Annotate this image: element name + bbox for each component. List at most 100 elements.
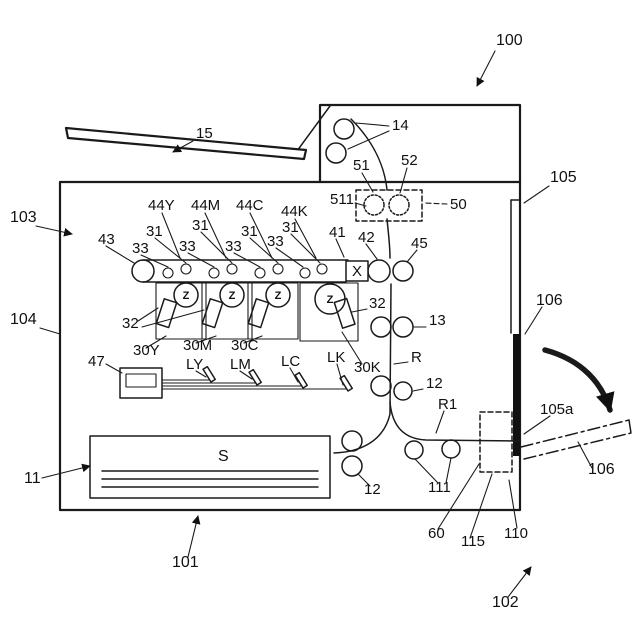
belt-roller-42 bbox=[367, 259, 391, 283]
leader-44k bbox=[294, 218, 317, 259]
pickup-roller-12c bbox=[341, 430, 363, 452]
path-feed-vertical bbox=[333, 283, 392, 454]
station-c-box bbox=[247, 282, 299, 340]
label-LK: LK bbox=[327, 349, 345, 366]
process-stations bbox=[155, 282, 359, 342]
path-fuser-inlet bbox=[386, 218, 391, 259]
leader-111b bbox=[445, 457, 452, 484]
label-115: 115 bbox=[461, 533, 485, 550]
developer-k bbox=[333, 297, 356, 329]
label-30K: 30K bbox=[354, 359, 381, 376]
label-45: 45 bbox=[411, 235, 428, 252]
label-33c: 33 bbox=[225, 238, 242, 255]
leader-30y bbox=[145, 335, 167, 349]
label-44K: 44K bbox=[281, 203, 308, 220]
label-33a: 33 bbox=[132, 240, 149, 257]
label-31b: 31 bbox=[192, 217, 209, 234]
conveyance-roller-12b bbox=[393, 381, 413, 401]
label-41: 41 bbox=[329, 224, 346, 241]
pickup-roller-12d bbox=[341, 455, 363, 477]
belt-roller-33 bbox=[162, 267, 174, 279]
label-106-top: 106 bbox=[536, 292, 563, 309]
leader-30m bbox=[195, 335, 217, 344]
label-33d: 33 bbox=[267, 233, 284, 250]
leader-30c bbox=[243, 335, 263, 344]
mirror-lc bbox=[294, 371, 309, 389]
leader-32a bbox=[137, 307, 159, 322]
open-tray-bottom bbox=[523, 432, 632, 460]
label-44C: 44C bbox=[236, 197, 264, 214]
leader-115 bbox=[469, 473, 493, 539]
label-33b: 33 bbox=[179, 238, 196, 255]
label-X: X bbox=[352, 263, 362, 280]
leader-14a bbox=[355, 122, 390, 127]
label-44M: 44M bbox=[191, 197, 220, 214]
leader-lc bbox=[289, 367, 299, 383]
leader-32b bbox=[141, 309, 205, 328]
exit-roller-111a bbox=[404, 440, 424, 460]
laser-unit bbox=[119, 365, 354, 399]
registration-roller-13a bbox=[370, 316, 392, 338]
label-511: 511 bbox=[330, 191, 354, 208]
leader-11 bbox=[41, 463, 91, 479]
leader-33a bbox=[140, 254, 169, 268]
label-110: 110 bbox=[504, 525, 528, 542]
laser-unit-inner bbox=[125, 373, 157, 388]
fixing-roller bbox=[363, 194, 385, 216]
label-60: 60 bbox=[428, 525, 445, 542]
label-106-bottom: 106 bbox=[588, 461, 615, 478]
label-drum-z-y: Z bbox=[183, 290, 190, 302]
leader-lm bbox=[239, 370, 253, 380]
label-32-right: 32 bbox=[369, 295, 386, 312]
leader-110 bbox=[508, 479, 518, 529]
belt-roller-33 bbox=[208, 267, 220, 279]
leader-111a bbox=[414, 458, 439, 484]
mirror-ly bbox=[202, 365, 217, 383]
label-14: 14 bbox=[392, 117, 409, 134]
leader-44c bbox=[249, 212, 273, 259]
leader-33d bbox=[275, 247, 304, 268]
paper-path bbox=[333, 118, 520, 454]
conveyance-roller-12a bbox=[370, 375, 392, 397]
leader-43 bbox=[105, 245, 135, 264]
label-30Y: 30Y bbox=[133, 342, 160, 359]
label-15: 15 bbox=[196, 125, 213, 142]
primary-transfer-roller-31 bbox=[316, 263, 328, 275]
label-111: 111 bbox=[428, 479, 451, 496]
exit-roller-111b bbox=[441, 439, 461, 459]
path-exit-r1 bbox=[389, 401, 520, 442]
apparatus-outline bbox=[58, 103, 522, 512]
label-30C: 30C bbox=[231, 337, 259, 354]
pressure-roller bbox=[388, 194, 410, 216]
label-drum-z-k: Z bbox=[327, 294, 334, 306]
leader-511 bbox=[354, 202, 367, 207]
leader-106-top bbox=[524, 306, 543, 335]
upper-body bbox=[318, 103, 522, 184]
secondary-transfer-roller-45 bbox=[392, 260, 414, 282]
label-LM: LM bbox=[230, 356, 251, 373]
leader-47 bbox=[105, 363, 123, 374]
developer-m bbox=[201, 298, 224, 329]
leader-lines bbox=[35, 50, 593, 598]
label-drum-z-c: Z bbox=[275, 290, 282, 302]
label-103: 103 bbox=[10, 209, 37, 226]
label-101: 101 bbox=[172, 554, 199, 571]
flap-opening-arrow bbox=[542, 347, 615, 413]
paper-cassette bbox=[89, 435, 331, 499]
open-tray-end bbox=[628, 419, 632, 434]
leader-103 bbox=[35, 225, 73, 237]
leader-31c bbox=[249, 237, 279, 264]
upper-slope bbox=[296, 105, 331, 152]
label-32-left: 32 bbox=[122, 315, 139, 332]
label-104: 104 bbox=[10, 311, 37, 328]
leader-105a bbox=[523, 415, 551, 435]
rollers bbox=[325, 118, 461, 477]
leader-12bot bbox=[357, 473, 371, 487]
label-100: 100 bbox=[496, 32, 523, 49]
leader-12mid bbox=[412, 388, 424, 392]
leader-44m bbox=[204, 212, 227, 259]
leader-42 bbox=[365, 243, 378, 260]
label-LC: LC bbox=[281, 353, 300, 370]
leader-44y bbox=[161, 212, 181, 259]
leader-101 bbox=[187, 515, 201, 558]
